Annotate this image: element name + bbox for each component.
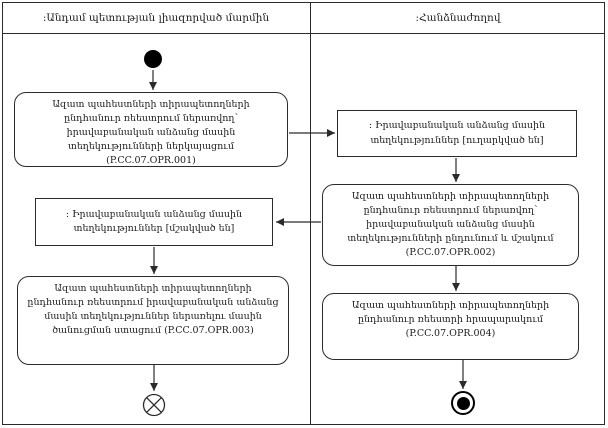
activity-opr004: Ազատ պահեստների տիրապետողների ընդհանուր … bbox=[322, 293, 579, 360]
lane-title-text: :Հանձնաժողով bbox=[415, 12, 501, 24]
activity-label: Ազատ պահեստների տիրապետողների ընդհանուր … bbox=[351, 300, 550, 340]
lane-title-text: :Անդամ պետության լիազորված մարմին bbox=[42, 12, 270, 24]
object-label: : Իրավաբանական անձանց մասին տեղեկություն… bbox=[65, 208, 243, 234]
lane-header-member-state-body: :Անդամ պետության լիազորված մարմին bbox=[2, 3, 310, 33]
flow-final-node bbox=[142, 393, 166, 417]
activity-opr002: Ազատ պահեստների տիրապետողների ընդհանուր … bbox=[322, 184, 579, 266]
object-node-info-sent: : Իրավաբանական անձանց մասին տեղեկություն… bbox=[337, 110, 577, 157]
activity-label: Ազատ պահեստների տիրապետողների ընդհանուր … bbox=[27, 283, 279, 337]
swimlane-divider bbox=[310, 2, 311, 424]
lane-header-commission: :Հանձնաժողով bbox=[311, 3, 605, 33]
activity-final-dot bbox=[456, 396, 470, 410]
object-label: : Իրավաբանական անձանց մասին տեղեկություն… bbox=[368, 120, 546, 146]
activity-opr003: Ազատ պահեստների տիրապետողների ընդհանուր … bbox=[17, 276, 289, 365]
object-node-info-processed: : Իրավաբանական անձանց մասին տեղեկություն… bbox=[35, 198, 273, 246]
activity-label: Ազատ պահեստների տիրապետողների ընդհանուր … bbox=[52, 99, 250, 167]
activity-opr001: Ազատ պահեստների տիրապետողների ընդհանուր … bbox=[14, 92, 288, 167]
activity-label: Ազատ պահեստների տիրապետողների ընդհանուր … bbox=[347, 191, 554, 259]
initial-node bbox=[144, 50, 162, 68]
activity-final-node bbox=[451, 391, 475, 415]
lane-header-separator bbox=[2, 33, 605, 34]
